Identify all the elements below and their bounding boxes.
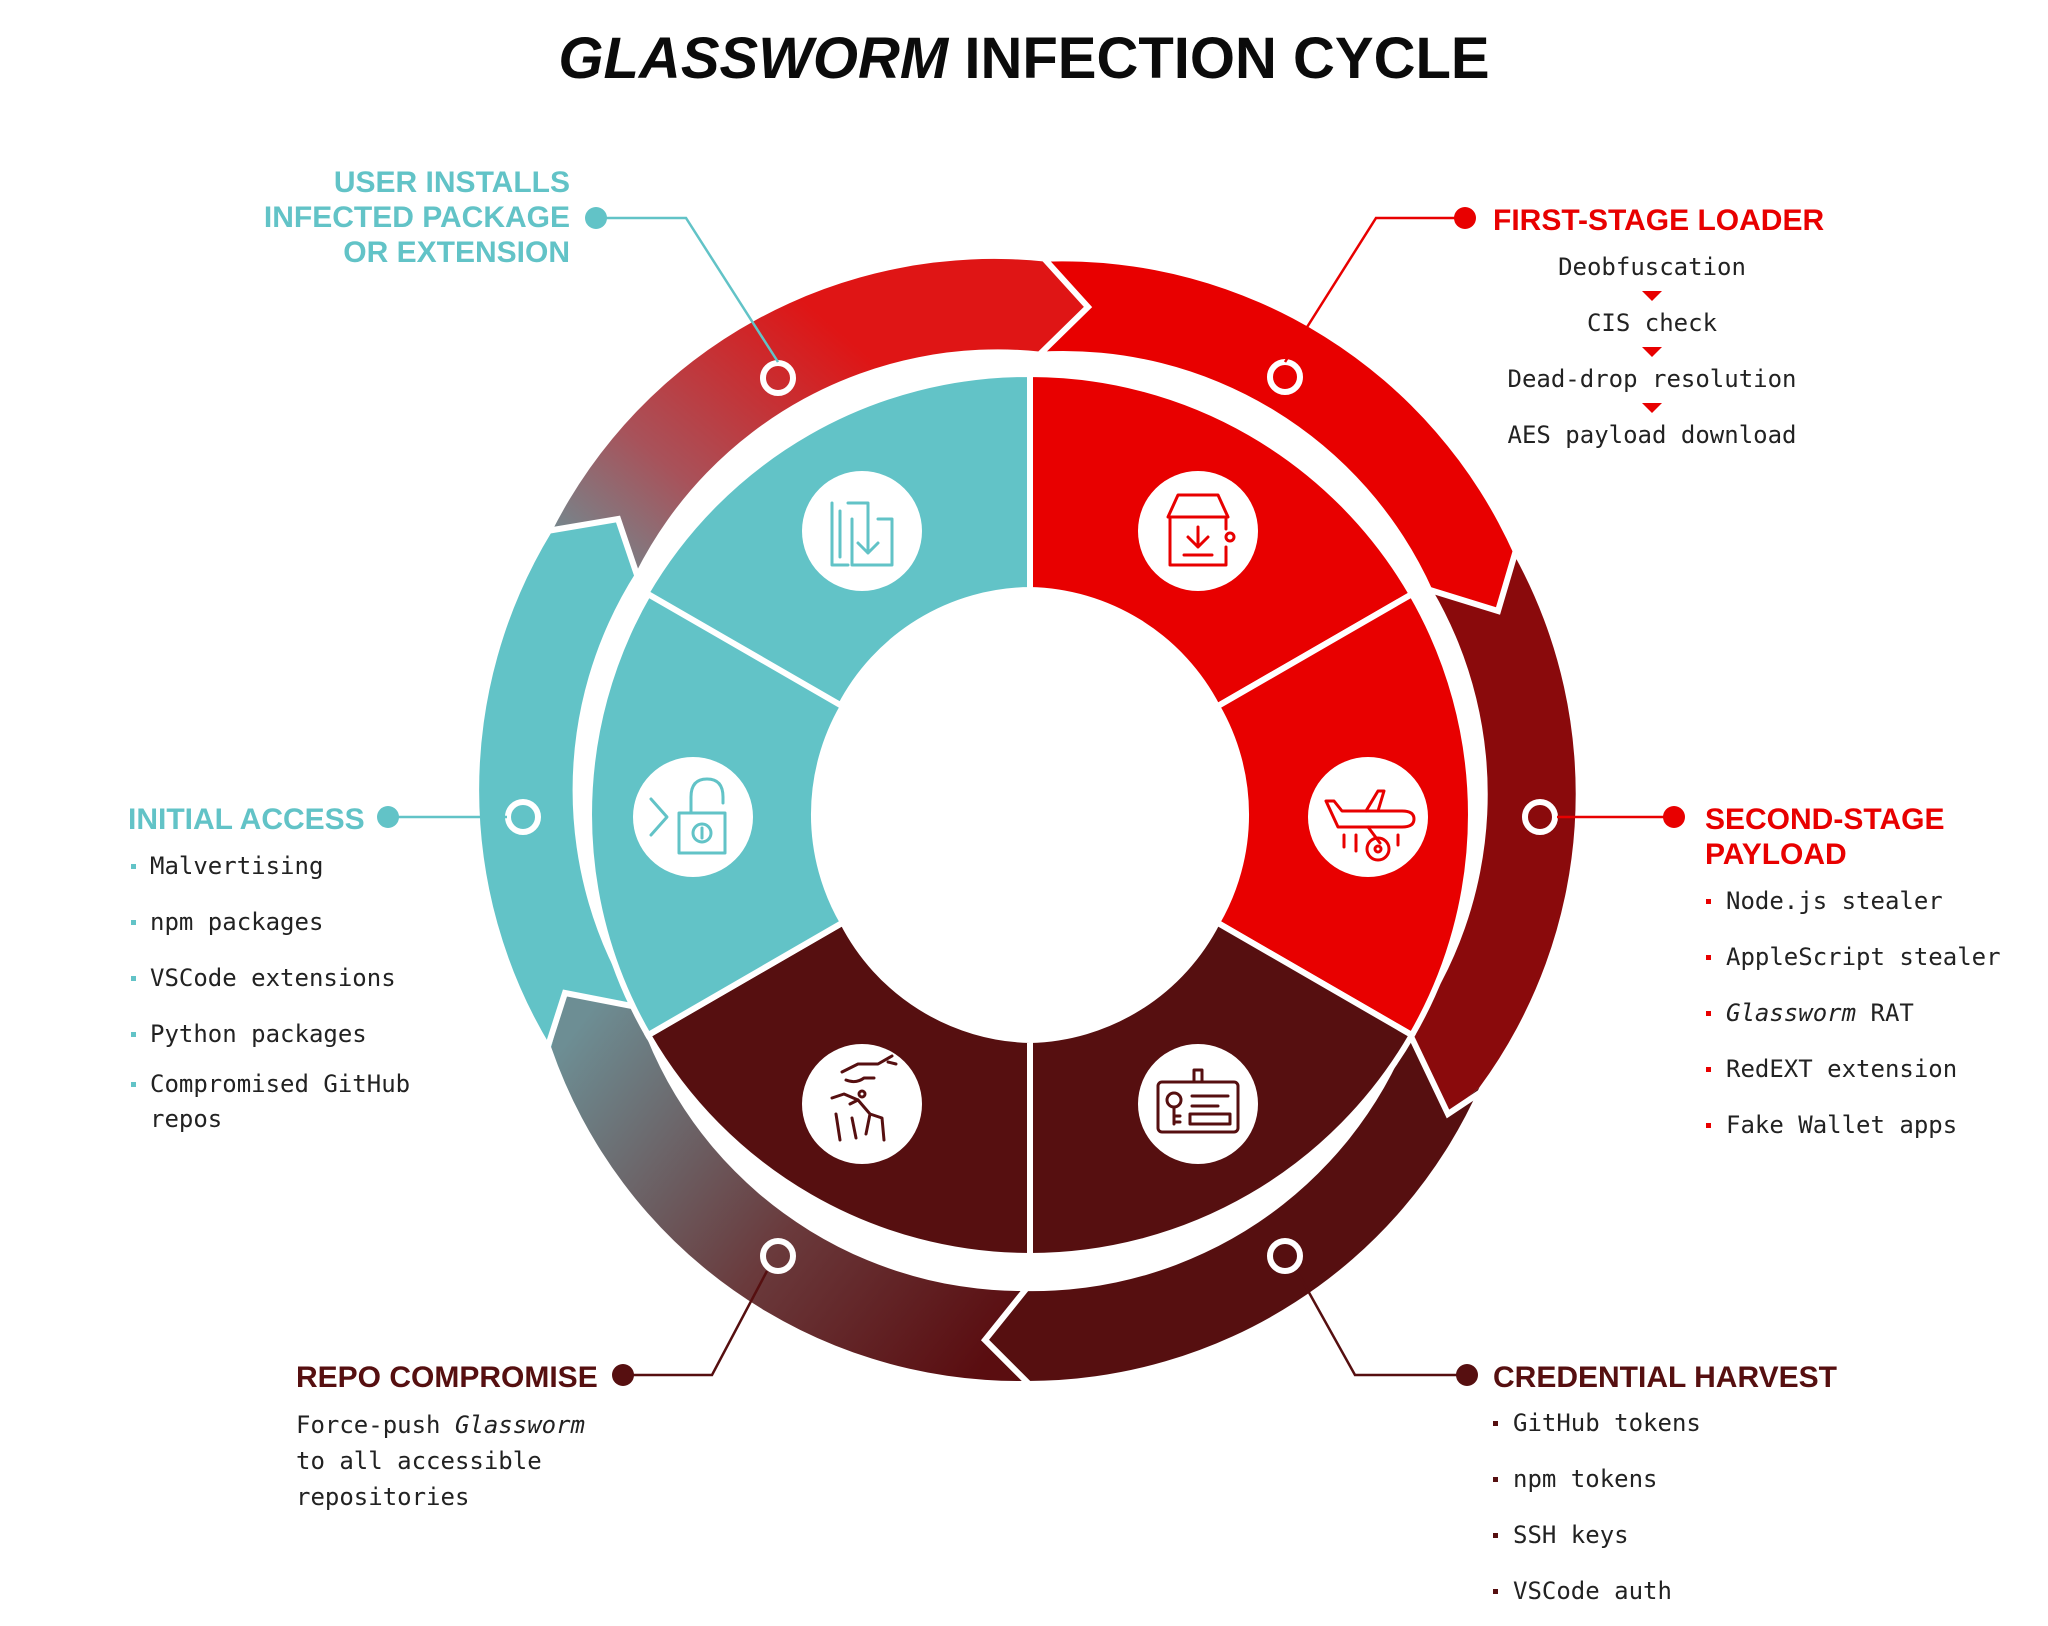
repo-compromise-line-3: repositories — [296, 1483, 469, 1511]
stage-icons — [633, 471, 1428, 1164]
user-installs-line-3: OR EXTENSION — [343, 236, 570, 269]
second-stage-item-3: Glassworm RAT — [1726, 999, 1914, 1027]
label-first-stage-loader: FIRST-STAGE LOADER Deobfuscation CIS che… — [1493, 204, 1824, 449]
repo-compromise-line-1: Force-push Glassworm — [296, 1411, 585, 1439]
step-arrow-icon — [1642, 347, 1662, 357]
second-stage-item-1: Node.js stealer — [1726, 887, 1943, 915]
first-stage-step-2: CIS check — [1587, 309, 1718, 337]
credential-item-1: GitHub tokens — [1513, 1409, 1701, 1437]
initial-access-item-1: Malvertising — [150, 852, 323, 880]
page-title: GLASSWORM INFECTION CYCLE — [558, 26, 1489, 91]
second-stage-heading-1: SECOND-STAGE — [1705, 803, 1944, 836]
biohazard-plane-icon — [1308, 757, 1428, 877]
initial-access-item-3: VSCode extensions — [150, 964, 396, 992]
arc-loader-to-payload — [1040, 261, 1515, 611]
credential-harvest-heading: CREDENTIAL HARVEST — [1493, 1361, 1837, 1394]
hand-grab-icon — [802, 1044, 922, 1164]
arc-payload-to-harvest — [1410, 555, 1576, 1114]
credential-item-4: VSCode auth — [1513, 1577, 1672, 1605]
id-card-key-icon — [1138, 1044, 1258, 1164]
initial-access-item-4: Python packages — [150, 1020, 367, 1048]
credential-item-2: npm tokens — [1513, 1465, 1658, 1493]
initial-access-item-2: npm packages — [150, 908, 323, 936]
second-stage-item-4: RedEXT extension — [1726, 1055, 1957, 1083]
second-stage-item-5: Fake Wallet apps — [1726, 1111, 1957, 1139]
second-stage-item-2: AppleScript stealer — [1726, 943, 2001, 971]
label-user-installs: USER INSTALLS INFECTED PACKAGE OR EXTENS… — [264, 166, 570, 269]
label-credential-harvest: CREDENTIAL HARVEST GitHub tokens npm tok… — [1493, 1361, 1837, 1605]
repo-compromise-heading: REPO COMPROMISE — [296, 1361, 598, 1394]
file-download-icon — [802, 471, 922, 591]
arc-user-to-loader — [551, 258, 1088, 573]
second-stage-heading-2: PAYLOAD — [1705, 838, 1847, 871]
label-initial-access: INITIAL ACCESS Malvertising npm packages… — [128, 803, 410, 1133]
repo-compromise-line-2: to all accessible — [296, 1447, 542, 1475]
initial-access-heading: INITIAL ACCESS — [128, 803, 365, 836]
user-installs-line-1: USER INSTALLS — [334, 166, 570, 199]
first-stage-heading: FIRST-STAGE LOADER — [1493, 204, 1824, 237]
first-stage-step-4: AES payload download — [1508, 421, 1797, 449]
arc-access-to-user — [479, 519, 636, 1048]
leader-lines — [377, 207, 1685, 1386]
credential-item-3: SSH keys — [1513, 1521, 1629, 1549]
step-arrow-icon — [1642, 403, 1662, 413]
arc-repo-to-access — [551, 993, 1024, 1382]
initial-access-item-5-cont: repos — [150, 1105, 222, 1133]
first-stage-step-3: Dead-drop resolution — [1508, 365, 1797, 393]
package-download-icon — [1138, 471, 1258, 591]
arc-harvest-to-repo — [985, 1031, 1480, 1382]
label-repo-compromise: REPO COMPROMISE Force-push Glassworm to … — [296, 1361, 598, 1511]
outer-ring — [479, 251, 1576, 1388]
padlock-open-icon — [633, 757, 753, 877]
user-installs-line-2: INFECTED PACKAGE — [264, 201, 570, 234]
step-arrow-icon — [1642, 291, 1662, 301]
initial-access-item-5: Compromised GitHub — [150, 1070, 410, 1098]
label-second-stage-payload: SECOND-STAGE PAYLOAD Node.js stealer App… — [1705, 803, 2001, 1139]
first-stage-step-1: Deobfuscation — [1558, 253, 1746, 281]
